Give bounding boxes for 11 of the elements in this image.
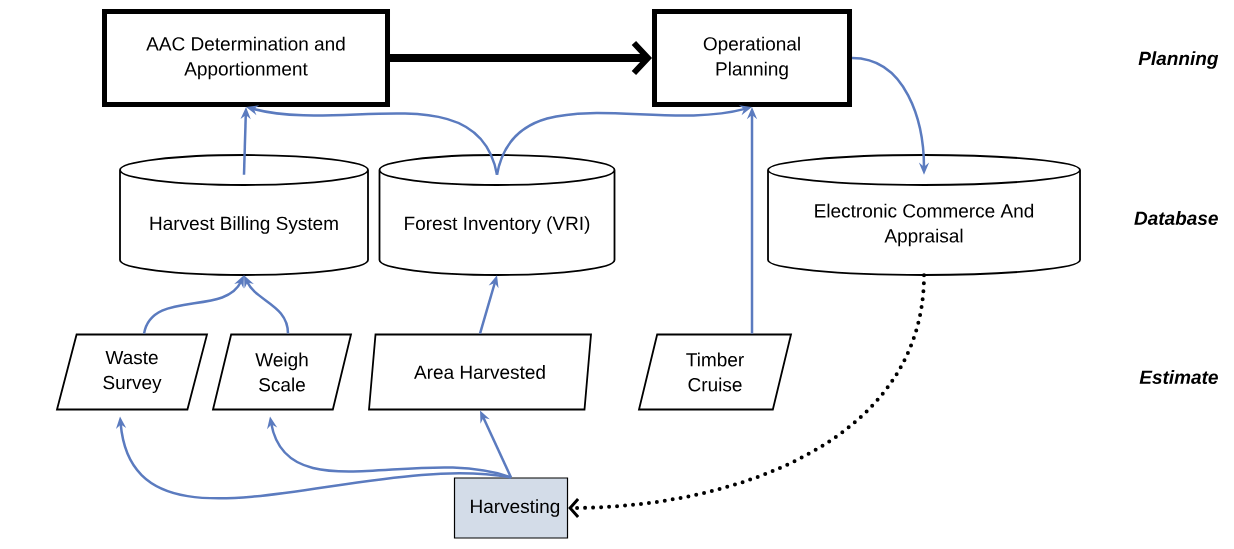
tier-label: Database [1134,211,1218,225]
tier-label: Planning [1138,51,1219,69]
process-box: AAC Determination and Apportionment [102,9,390,107]
database-cylinder: Harvest Billing System [119,154,369,276]
tier-label: Estimate [1139,370,1218,384]
process-box: Operational Planning [652,9,852,107]
data-parallelogram: Area Harvested [368,333,592,411]
process-box: Harvesting [453,477,569,539]
database-cylinder: Electronic Commerce And Appraisal [767,154,1081,276]
database-cylinder: Forest Inventory (VRI) [378,154,616,276]
arrow [568,273,926,518]
